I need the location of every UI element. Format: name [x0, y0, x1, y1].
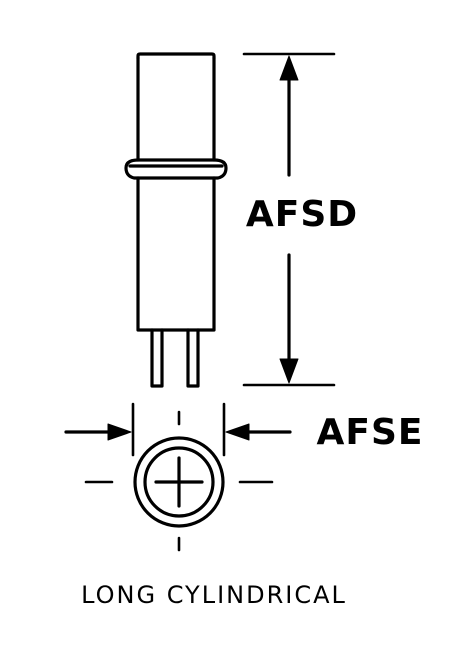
- lamp-pin-right: [186, 328, 200, 388]
- height-dimension-label: AFSD: [246, 194, 358, 235]
- lamp-end-outer-circle: [133, 436, 225, 528]
- lamp-lower-body: [136, 176, 216, 332]
- lamp-side-view: [124, 52, 228, 388]
- height-arrow-down-icon: [279, 358, 299, 384]
- diameter-dimension-label: AFSE: [317, 412, 424, 453]
- height-dimension: AFSD: [242, 52, 358, 387]
- lamp-pin-left: [150, 328, 164, 388]
- lamp-collar-ring: [124, 158, 228, 180]
- diameter-dimension: AFSE: [64, 402, 424, 457]
- height-arrow-up-icon: [279, 55, 299, 81]
- diameter-arrow-right-icon: [107, 423, 132, 441]
- lamp-upper-body: [136, 56, 216, 162]
- lamp-end-inner-circle: [143, 446, 215, 518]
- diagram-caption: LONG CYLINDRICAL: [81, 581, 347, 609]
- diameter-arrow-left-icon: [225, 423, 250, 441]
- lamp-end-view: [84, 410, 274, 552]
- lamp-top-edge: [136, 52, 216, 60]
